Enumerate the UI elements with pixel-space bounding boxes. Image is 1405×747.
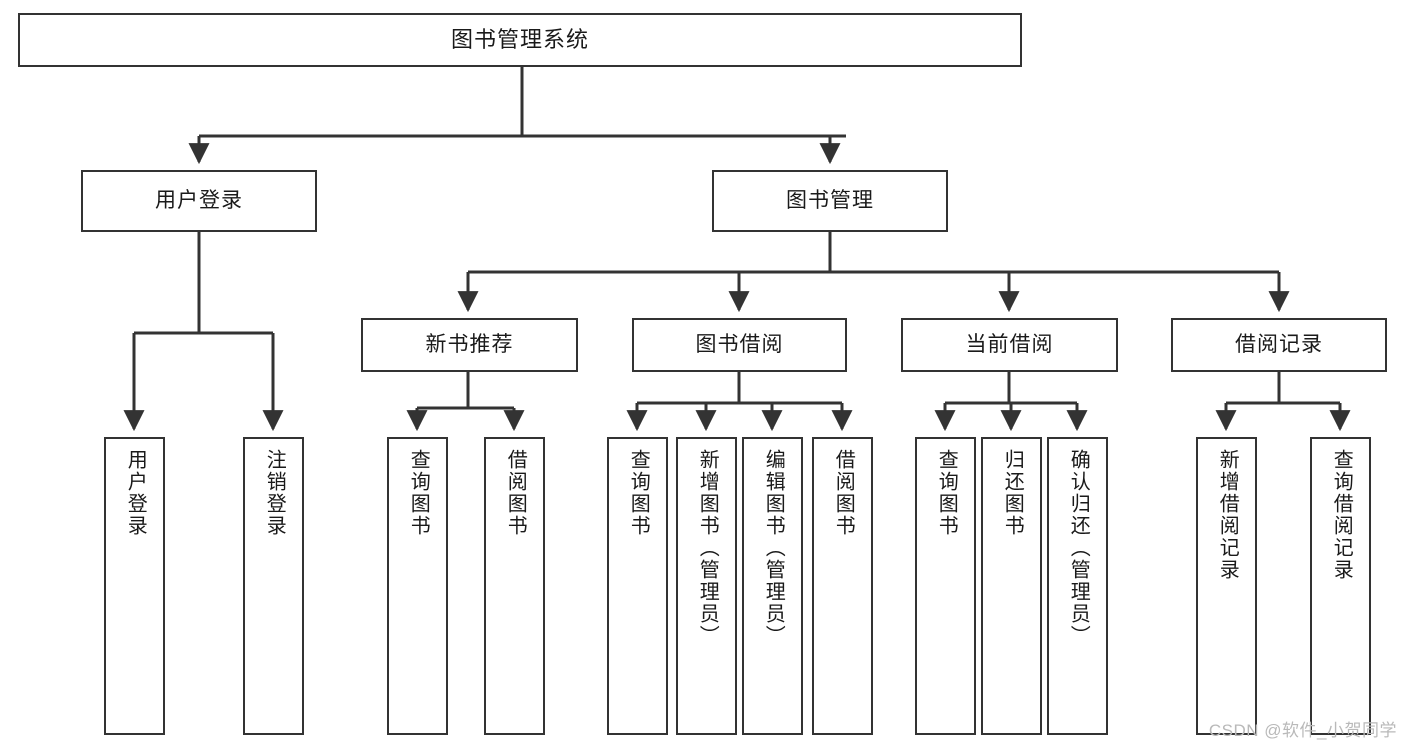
node-logout-action-label: 注销登录: [263, 449, 286, 537]
node-edit-book-admin-label: 编辑图书（管理员）: [762, 449, 785, 647]
node-query-book-borrow[interactable]: 查询图书: [607, 437, 668, 735]
node-user-login-action-label: 用户登录: [124, 449, 147, 537]
node-current-borrow[interactable]: 当前借阅: [901, 318, 1118, 372]
node-query-book-current[interactable]: 查询图书: [915, 437, 976, 735]
node-confirm-return-admin-label: 确认归还（管理员）: [1067, 449, 1090, 647]
node-book-manage-label: 图书管理: [786, 189, 874, 213]
node-confirm-return-admin[interactable]: 确认归还（管理员）: [1047, 437, 1108, 735]
node-add-book-admin[interactable]: 新增图书（管理员）: [676, 437, 737, 735]
node-query-book-recommend[interactable]: 查询图书: [387, 437, 448, 735]
node-borrow-record-label: 借阅记录: [1235, 333, 1323, 357]
node-book-manage[interactable]: 图书管理: [712, 170, 948, 232]
node-return-book[interactable]: 归还图书: [981, 437, 1042, 735]
node-query-borrow-record-label: 查询借阅记录: [1330, 449, 1353, 581]
node-borrow-book-recommend[interactable]: 借阅图书: [484, 437, 545, 735]
node-add-borrow-record-label: 新增借阅记录: [1216, 449, 1239, 581]
node-query-book-borrow-label: 查询图书: [627, 449, 650, 537]
node-book-borrow-label: 图书借阅: [695, 333, 784, 357]
node-add-borrow-record[interactable]: 新增借阅记录: [1196, 437, 1257, 735]
node-query-borrow-record[interactable]: 查询借阅记录: [1310, 437, 1371, 735]
node-borrow-record[interactable]: 借阅记录: [1171, 318, 1387, 372]
node-add-book-admin-label: 新增图书（管理员）: [696, 449, 719, 647]
node-user-login-label: 用户登录: [155, 189, 243, 213]
node-query-book-current-label: 查询图书: [935, 449, 958, 537]
node-book-borrow[interactable]: 图书借阅: [632, 318, 847, 372]
node-edit-book-admin[interactable]: 编辑图书（管理员）: [742, 437, 803, 735]
node-root-label: 图书管理系统: [450, 26, 589, 52]
node-borrow-book-borrow-label: 借阅图书: [832, 449, 855, 537]
node-borrow-book-borrow[interactable]: 借阅图书: [812, 437, 873, 735]
node-new-book-recommend-label: 新书推荐: [425, 333, 514, 357]
node-return-book-label: 归还图书: [1001, 449, 1024, 537]
node-user-login[interactable]: 用户登录: [81, 170, 317, 232]
node-query-book-recommend-label: 查询图书: [407, 449, 430, 537]
node-current-borrow-label: 当前借阅: [965, 333, 1054, 357]
csdn-watermark: CSDN @软件_小贺同学: [1208, 721, 1397, 740]
node-logout-action[interactable]: 注销登录: [243, 437, 304, 735]
node-root[interactable]: 图书管理系统: [18, 13, 1022, 67]
node-user-login-action[interactable]: 用户登录: [104, 437, 165, 735]
node-new-book-recommend[interactable]: 新书推荐: [361, 318, 578, 372]
node-borrow-book-recommend-label: 借阅图书: [504, 449, 527, 537]
